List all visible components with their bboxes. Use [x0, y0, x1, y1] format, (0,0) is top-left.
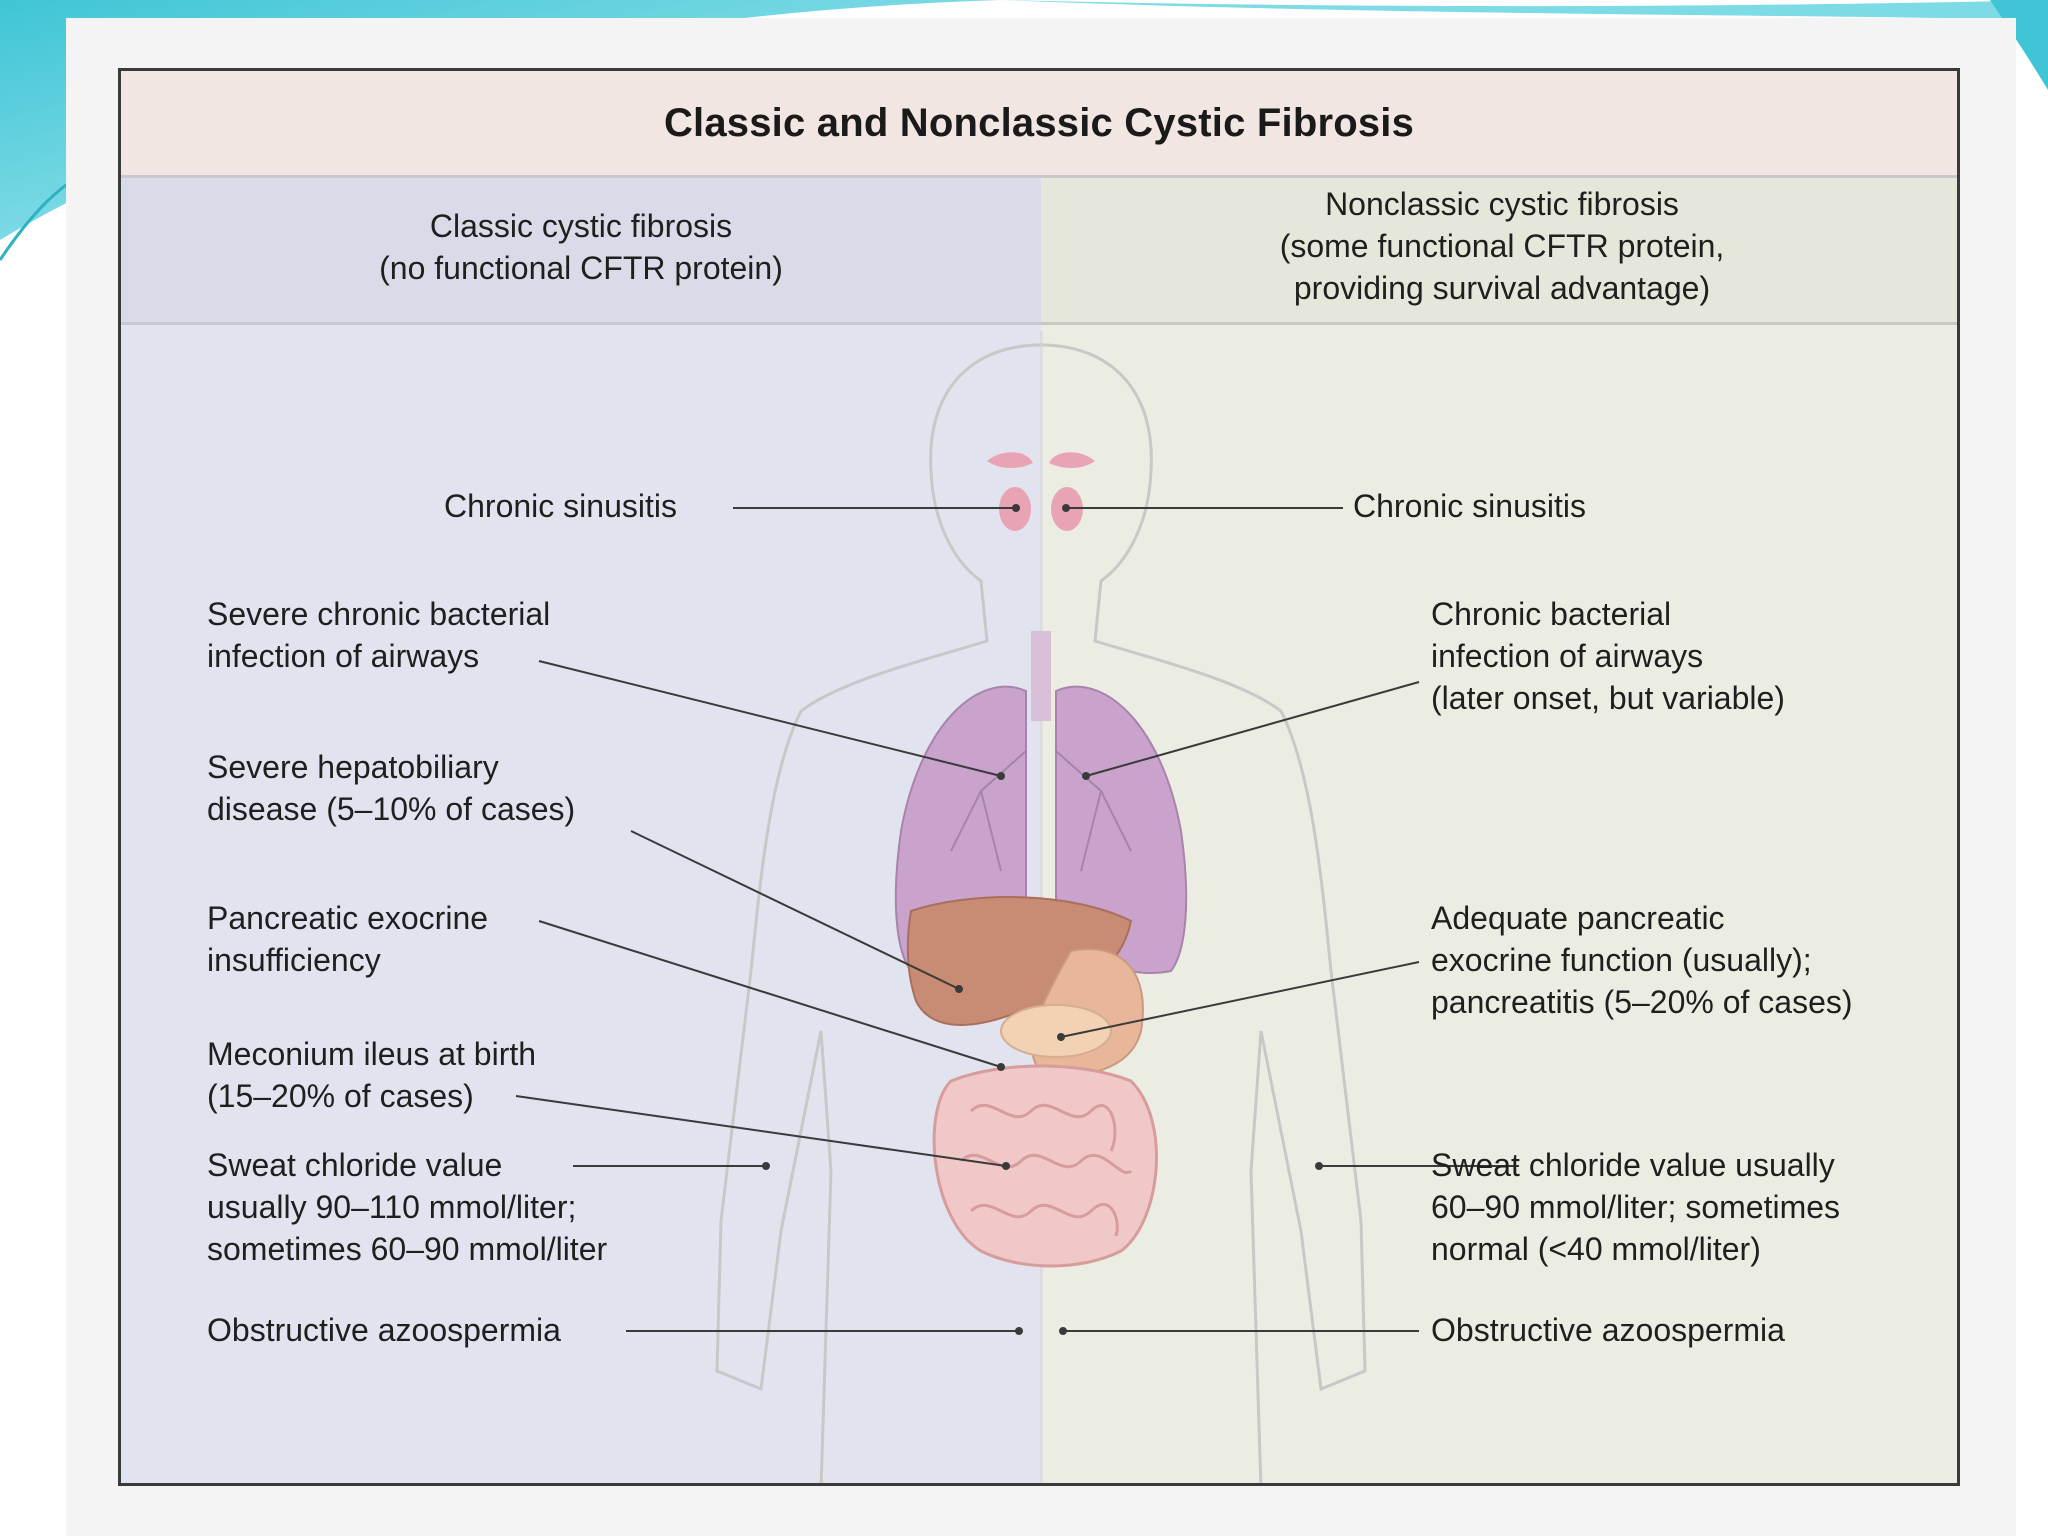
label-line: normal (<40 mmol/liter) [1431, 1231, 1761, 1267]
label-line: Chronic sinusitis [444, 488, 677, 524]
body-illustration [515, 331, 1519, 1483]
classic-header-band [121, 175, 1041, 325]
label-line: Severe chronic bacterial [207, 596, 551, 632]
figure-frame: Classic and Nonclassic Cystic Fibrosis C… [118, 68, 1960, 1486]
label-line: Sweat chloride value [207, 1147, 503, 1183]
left-label-azoospermia: Obstructive azoospermia [207, 1309, 561, 1351]
right-label-azoospermia: Obstructive azoospermia [1431, 1309, 1785, 1351]
label-line: Chronic bacterial [1431, 596, 1672, 632]
label-line: (later onset, but variable) [1431, 680, 1785, 716]
right-label-sinusitis: Chronic sinusitis [1353, 485, 1586, 527]
label-line: Severe hepatobiliary [207, 749, 499, 785]
label-line: Obstructive azoospermia [1431, 1312, 1785, 1348]
label-line: Pancreatic exocrine [207, 900, 489, 936]
right-label-sweat-chloride: Sweat chloride value usually 60–90 mmol/… [1431, 1144, 1840, 1270]
nonclassic-panel [1041, 175, 1957, 1483]
nonclassic-column-heading: Nonclassic cystic fibrosis (some functio… [1041, 183, 1957, 309]
left-label-pancreatic: Pancreatic exocrine insufficiency [207, 897, 488, 981]
left-label-sinusitis: Chronic sinusitis [444, 485, 677, 527]
label-line: Adequate pancreatic [1431, 900, 1725, 936]
label-line: Obstructive azoospermia [207, 1312, 561, 1348]
right-label-pancreatic: Adequate pancreatic exocrine function (u… [1431, 897, 1853, 1023]
label-line: (15–20% of cases) [207, 1078, 474, 1114]
label-line: infection of airways [207, 638, 480, 674]
label-line: insufficiency [207, 942, 381, 978]
label-line: usually 90–110 mmol/liter; [207, 1189, 577, 1225]
leader-lines [515, 507, 1519, 1332]
classic-heading-line: (no functional CFTR protein) [379, 250, 783, 286]
label-line: Chronic sinusitis [1353, 488, 1586, 524]
nonclassic-heading-line: Nonclassic cystic fibrosis [1325, 186, 1679, 222]
label-line: sometimes 60–90 mmol/liter [207, 1231, 608, 1267]
nonclassic-header-band [1041, 175, 1957, 325]
left-label-sweat-chloride: Sweat chloride value usually 90–110 mmol… [207, 1144, 607, 1270]
label-line: pancreatitis (5–20% of cases) [1431, 984, 1853, 1020]
label-line: 60–90 mmol/liter; sometimes [1431, 1189, 1841, 1225]
left-label-meconium: Meconium ileus at birth (15–20% of cases… [207, 1033, 536, 1117]
nonclassic-heading-line: providing survival advantage) [1293, 270, 1711, 306]
classic-column-heading: Classic cystic fibrosis (no functional C… [121, 205, 1041, 289]
figure-title: Classic and Nonclassic Cystic Fibrosis [663, 100, 1415, 145]
nonclassic-heading-line: (some functional CFTR protein, [1279, 228, 1725, 264]
intestine-organ [932, 1064, 1158, 1268]
title-band: Classic and Nonclassic Cystic Fibrosis [121, 71, 1957, 178]
right-label-airways: Chronic bacterial infection of airways (… [1431, 593, 1785, 719]
label-line: exocrine function (usually); [1431, 942, 1812, 978]
label-line: Sweat chloride value usually [1431, 1147, 1835, 1183]
left-label-hepatobiliary: Severe hepatobiliary disease (5–10% of c… [207, 746, 575, 830]
label-line: infection of airways [1431, 638, 1704, 674]
classic-heading-line: Classic cystic fibrosis [429, 208, 733, 244]
trachea [1031, 631, 1051, 721]
label-line: disease (5–10% of cases) [207, 791, 576, 827]
left-label-airways: Severe chronic bacterial infection of ai… [207, 593, 550, 677]
classic-panel [121, 175, 1041, 1483]
label-line: Meconium ileus at birth [207, 1036, 537, 1072]
